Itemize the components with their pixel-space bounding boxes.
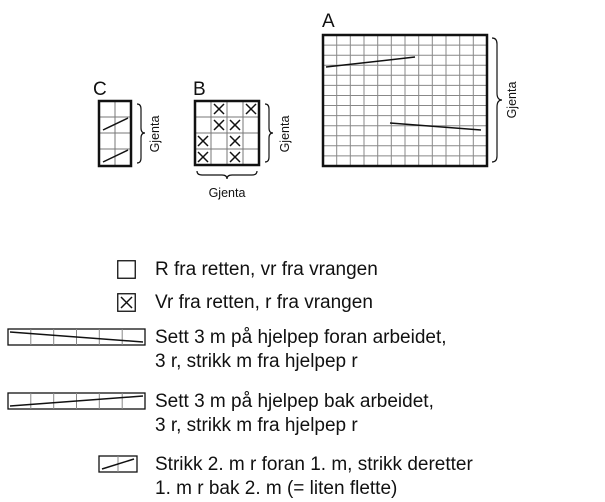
legend-text-line: 3 r, strikk m fra hjelpep r — [155, 415, 358, 436]
x-square-icon — [117, 293, 136, 312]
chart-c-grid — [97, 99, 133, 168]
chart-b-repeat-label: Gjenta — [278, 116, 292, 153]
small-cable-icon — [98, 455, 138, 473]
left-cable-mark — [325, 56, 416, 68]
right-cable-icon — [7, 392, 146, 410]
chart-c-repeat-bracket — [136, 103, 146, 164]
legend-text-line: Sett 3 m på hjelpep bak arbeidet, — [155, 391, 434, 412]
legend-item-left-cable: Sett 3 m på hjelpep foran arbeidet, 3 r,… — [155, 326, 447, 374]
legend-text-line: Strikk 2. m r foran 1. m, strikk derette… — [155, 454, 473, 475]
chart-a-grid — [321, 33, 489, 168]
legend-text-line: 1. m r bak 2. m (= liten flette) — [155, 478, 398, 499]
small-cable-mark — [102, 149, 129, 163]
legend-item-right-cable: Sett 3 m på hjelpep bak arbeidet, 3 r, s… — [155, 390, 434, 438]
left-cable-icon — [7, 328, 146, 346]
chart-a-label: A — [322, 11, 335, 32]
small-cable-mark — [102, 117, 129, 131]
purl-marks — [197, 103, 257, 163]
chart-b-bottom-repeat-label: Gjenta — [209, 186, 246, 200]
legend-item-purl: Vr fra retten, r fra vrangen — [155, 291, 373, 315]
legend-item-knit: R fra retten, vr fra vrangen — [155, 258, 378, 282]
chart-c-label: C — [93, 79, 107, 100]
chart-c-repeat-label: Gjenta — [148, 116, 162, 153]
empty-square-icon — [117, 260, 136, 279]
chart-b-grid — [193, 99, 261, 167]
chart-b-label: B — [193, 79, 206, 100]
chart-a-repeat-label: Gjenta — [505, 82, 519, 119]
chart-a-repeat-bracket — [491, 37, 503, 163]
chart-b-bottom-bracket — [196, 170, 258, 180]
legend-text-line: Sett 3 m på hjelpep foran arbeidet, — [155, 327, 447, 348]
legend-text-line: 3 r, strikk m fra hjelpep r — [155, 351, 358, 372]
legend-item-small-cable: Strikk 2. m r foran 1. m, strikk derette… — [155, 453, 473, 501]
chart-b-repeat-bracket — [264, 103, 274, 163]
legend-text-line: Vr fra retten, r fra vrangen — [155, 292, 373, 313]
legend-text-line: R fra retten, vr fra vrangen — [155, 259, 378, 280]
charts-drawing: Gjenta Gjenta Gjenta Gjenta — [97, 33, 519, 200]
right-cable-mark — [389, 122, 482, 131]
